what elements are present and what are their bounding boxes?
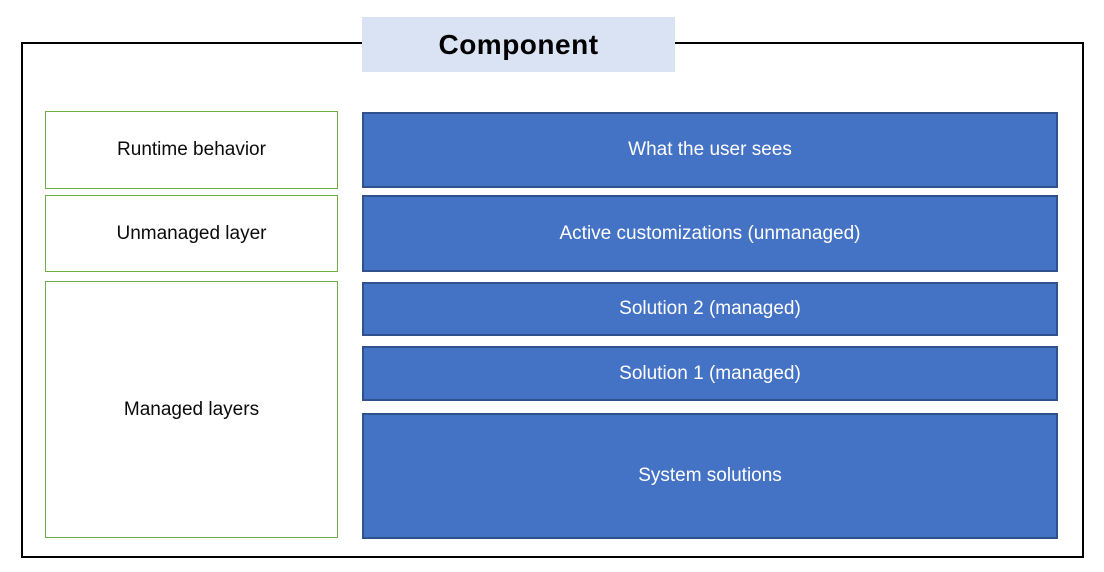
- diagram-title: Component: [362, 17, 675, 72]
- layer-bar-system-solutions: System solutions: [362, 413, 1058, 539]
- layer-bar-solution-2: Solution 2 (managed): [362, 282, 1058, 336]
- layer-bar-what-the-user-sees: What the user sees: [362, 112, 1058, 188]
- layer-label-unmanaged-layer: Unmanaged layer: [45, 195, 338, 272]
- layer-label-managed-layers: Managed layers: [45, 281, 338, 538]
- layer-bar-active-customizations: Active customizations (unmanaged): [362, 195, 1058, 272]
- layer-label-runtime-behavior: Runtime behavior: [45, 111, 338, 189]
- layer-bar-solution-1: Solution 1 (managed): [362, 346, 1058, 401]
